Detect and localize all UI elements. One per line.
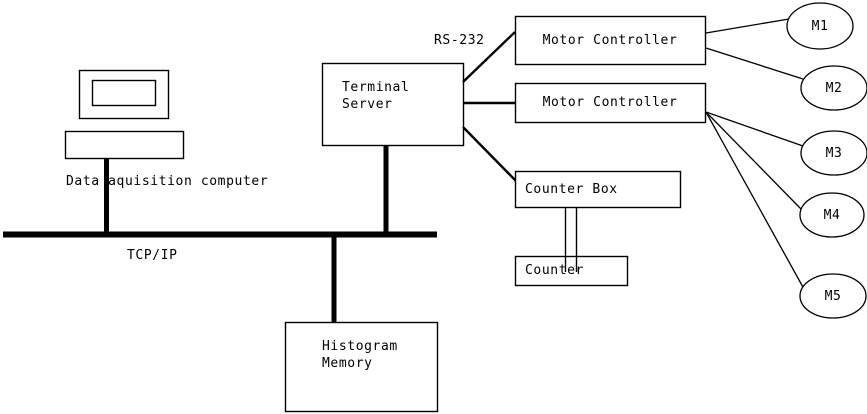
monitor-screen [91,79,157,107]
link-mc2-to-m5 [705,111,805,290]
rs232-link-label: RS-232 [434,33,485,48]
counter-ribbon-cable [564,207,578,272]
motor-m5-label: M5 [824,289,842,304]
counter-box-label: Counter Box [525,182,618,197]
motor-controller-2-box [514,82,707,124]
motor-m4-label: M4 [823,208,841,223]
motor-m4-ellipse [799,192,865,238]
terminal-server-box [321,62,465,147]
histogram-memory-label-line-2: Memory [322,356,373,371]
link-mc1-to-m2 [705,47,804,80]
motor-links [705,18,805,290]
terminal-server-links [462,31,517,182]
tcpip-bus-group [3,145,437,323]
motor-m3-label: M3 [825,146,843,161]
computer-caption: Data aquisition computer [66,174,269,189]
motor-m2-label: M2 [825,81,843,96]
histogram-memory-box [284,321,439,413]
link-ts-to-motor-controller-1 [462,31,516,83]
link-mc2-to-m4 [705,111,802,210]
link-ts-to-counter-box [462,126,517,182]
motor-controller-1-box [514,15,707,66]
counter-box-box [514,170,682,209]
counter-box [514,255,629,287]
terminal-server-label-line-2: Server [342,97,393,112]
motor-m1-ellipse [786,2,854,50]
tcpip-bus-label: TCP/IP [127,248,178,263]
counter-label: Counter [525,263,584,278]
histogram-memory-label-line-1: Histogram [322,339,398,354]
link-mc1-to-m1 [705,18,790,34]
keyboard-base [64,130,185,160]
computer-group [64,69,185,160]
link-mc2-to-m3 [705,111,804,147]
motor-controller-1-label: Motor Controller [542,33,678,48]
motor-m3-ellipse [800,130,867,176]
motor-m1-label: M1 [811,19,829,34]
motor-controller-2-label: Motor Controller [542,95,678,110]
motor-m2-ellipse [800,65,867,111]
terminal-server-label-line-1: Terminal [342,80,410,95]
motor-m5-ellipse [799,273,867,319]
